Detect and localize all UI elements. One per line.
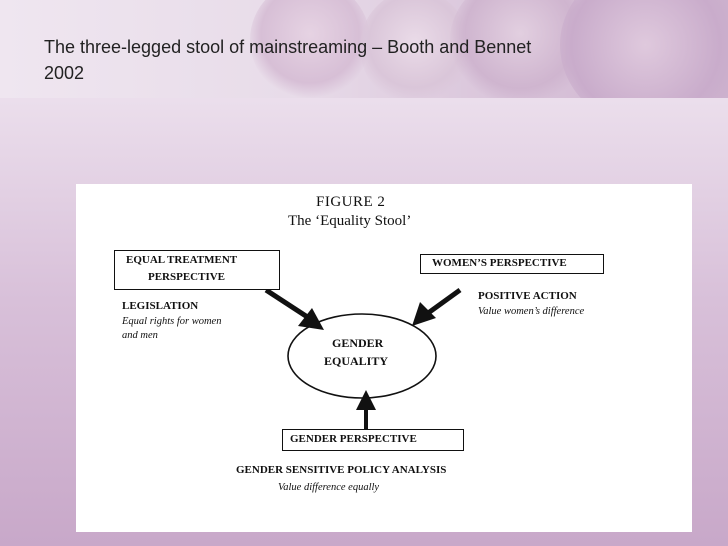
policy-analysis-label: GENDER SENSITIVE POLICY ANALYSIS bbox=[236, 464, 447, 476]
figure-panel: FIGURE 2 The ‘Equality Stool’ GENDER EQU… bbox=[76, 184, 692, 532]
arrow-icon bbox=[356, 390, 376, 430]
slide-title: The three-legged stool of mainstreaming … bbox=[44, 37, 532, 83]
center-label-line2: EQUALITY bbox=[324, 354, 389, 368]
legislation-desc-line2: and men bbox=[122, 330, 158, 341]
gender-perspective-box bbox=[282, 429, 464, 451]
gender-perspective-text: GENDER PERSPECTIVE bbox=[290, 433, 417, 445]
equal-treatment-box bbox=[114, 250, 280, 290]
diagram-graphic bbox=[264, 287, 462, 430]
arrow-icon bbox=[264, 287, 324, 330]
policy-analysis-desc: Value difference equally bbox=[278, 482, 380, 493]
figure-heading: FIGURE 2 bbox=[316, 194, 386, 210]
positive-action-desc: Value women’s difference bbox=[478, 306, 585, 317]
center-label-line1: GENDER bbox=[332, 336, 384, 350]
header-photo-band bbox=[0, 0, 728, 98]
legislation-desc-line1: Equal rights for women bbox=[122, 316, 222, 327]
figure-subtitle: The ‘Equality Stool’ bbox=[288, 213, 412, 229]
womens-perspective-box bbox=[420, 254, 604, 274]
womens-perspective-text: WOMEN’S PERSPECTIVE bbox=[432, 257, 567, 269]
arrow-icon bbox=[412, 287, 462, 326]
face-photo bbox=[560, 0, 728, 98]
equal-treatment-line1: EQUAL TREATMENT bbox=[126, 254, 238, 266]
legislation-label: LEGISLATION bbox=[122, 300, 199, 312]
face-photo bbox=[250, 0, 370, 98]
positive-action-label: POSITIVE ACTION bbox=[478, 290, 577, 302]
equal-treatment-line2: PERSPECTIVE bbox=[148, 271, 226, 283]
